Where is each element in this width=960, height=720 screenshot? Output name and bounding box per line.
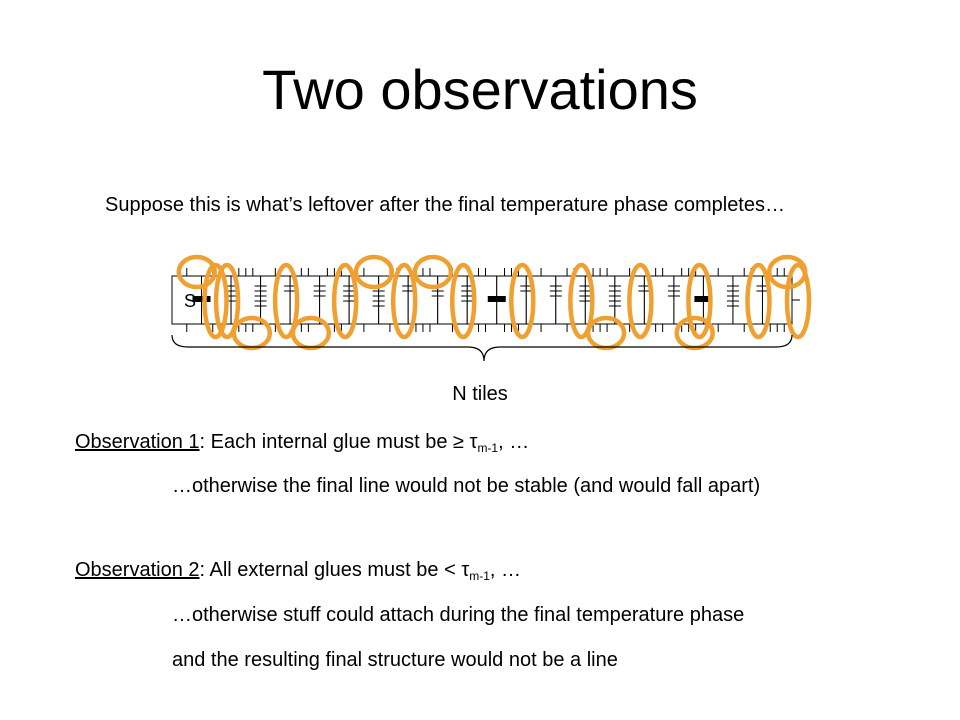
glue-highlight-ring (568, 262, 595, 340)
glue-highlight-ring (449, 262, 477, 340)
glue-highlight-ring (331, 262, 359, 340)
strong-internal-glue (487, 296, 506, 302)
observation-1-continuation: …otherwise the final line would not be s… (172, 475, 761, 497)
observation-1: Observation 1: Each internal glue must b… (75, 430, 529, 454)
observation-1-text: : Each internal glue must be ≥ τ (199, 431, 478, 453)
observation-1-text-end: , … (498, 431, 530, 453)
glue-highlight-ring (202, 262, 229, 340)
glue-highlight-ring (176, 254, 218, 290)
observation-1-label: Observation 1 (75, 431, 200, 453)
glue-highlight-ring (674, 315, 715, 351)
glue-highlight-ring (353, 254, 395, 290)
strong-internal-glue (694, 296, 713, 302)
observation-1-subscript: m-1 (477, 441, 499, 455)
n-tiles-label: N tiles (452, 383, 508, 405)
seed-tile-label: S (184, 291, 196, 311)
glue-highlight-ring (412, 254, 454, 290)
glue-highlight-ring (784, 262, 812, 340)
n-tiles-brace (171, 334, 793, 362)
observation-2-subscript: m-1 (469, 569, 490, 583)
strong-internal-glue (192, 296, 211, 302)
observation-2-label: Observation 2 (75, 559, 200, 581)
glue-highlight-ring (272, 262, 300, 340)
glue-highlight-ring (213, 262, 241, 340)
intro-text: Suppose this is what’s leftover after th… (105, 194, 785, 216)
observation-2-text-end: , … (489, 559, 522, 581)
observation-2-continuation-2: and the resulting final structure would … (172, 649, 618, 671)
glue-highlight-ring (745, 262, 772, 340)
slide-title: Two observations (262, 58, 698, 121)
glue-highlight-ring (390, 262, 418, 340)
glue-highlight-ring (627, 262, 654, 340)
glue-highlights (176, 254, 812, 351)
observation-2-text: : All external glues must be < τ (199, 559, 470, 581)
glue-highlight-ring (686, 262, 713, 340)
glue-highlight-ring (509, 262, 536, 340)
observation-2: Observation 2: All external glues must b… (75, 558, 521, 582)
observation-2-continuation-1: …otherwise stuff could attach during the… (172, 604, 745, 626)
